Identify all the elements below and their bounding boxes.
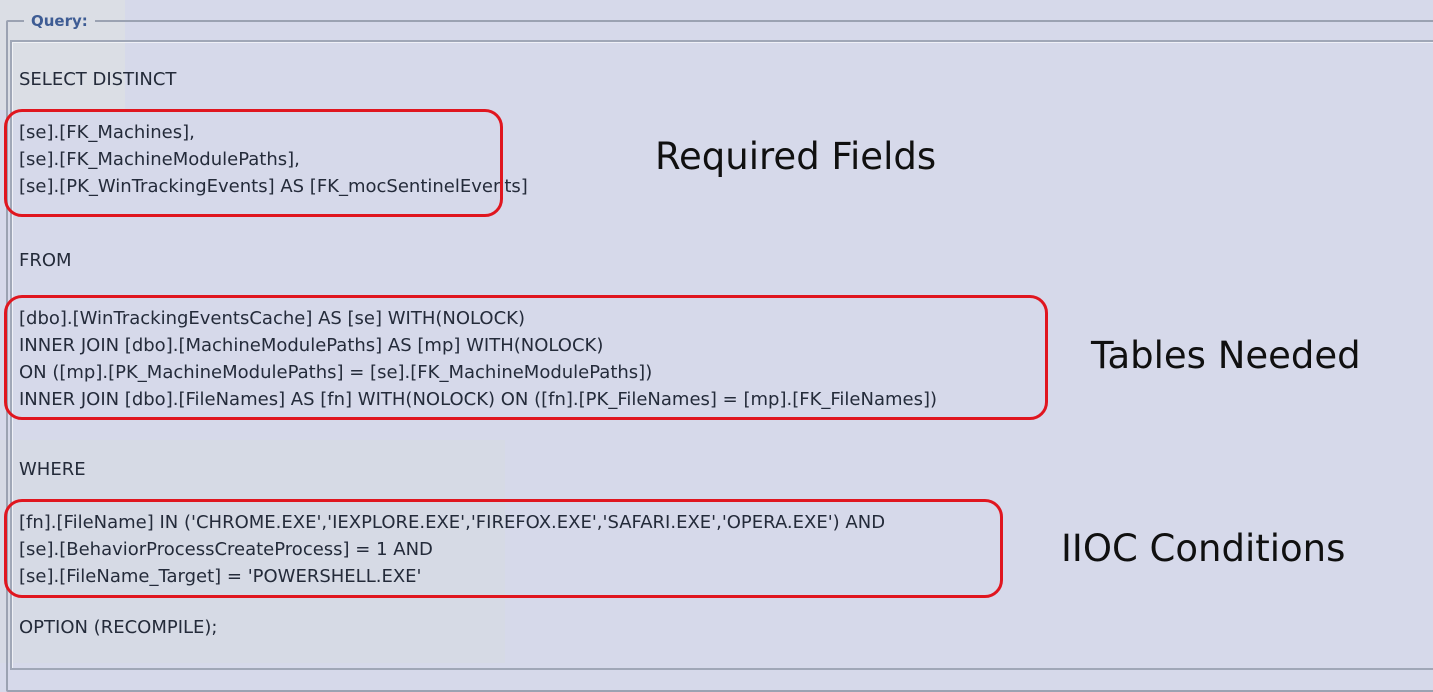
sql-option-keyword: OPTION (RECOMPILE); (19, 617, 218, 638)
sql-select-keyword: SELECT DISTINCT (19, 69, 177, 90)
annotation-required-fields: Required Fields (655, 135, 937, 178)
iioc-conditions-highlight-box (4, 499, 1003, 598)
sql-select-field-1: [se].[FK_Machines], (19, 122, 195, 143)
sql-from-keyword: FROM (19, 250, 72, 271)
sql-from-table-1: [dbo].[WinTrackingEventsCache] AS [se] W… (19, 308, 525, 329)
sql-from-table-4: INNER JOIN [dbo].[FileNames] AS [fn] WIT… (19, 389, 938, 410)
tables-needed-highlight-box (4, 295, 1048, 420)
query-groupbox-label: Query: (31, 12, 88, 30)
sql-from-table-3: ON ([mp].[PK_MachineModulePaths] = [se].… (19, 362, 653, 383)
sql-from-table-2: INNER JOIN [dbo].[MachineModulePaths] AS… (19, 335, 604, 356)
annotation-iioc-conditions: IIOC Conditions (1061, 527, 1346, 570)
sql-where-cond-3: [se].[FileName_Target] = 'POWERSHELL.EXE… (19, 566, 422, 587)
annotation-tables-needed: Tables Needed (1091, 334, 1361, 377)
sql-where-cond-1: [fn].[FileName] IN ('CHROME.EXE','IEXPLO… (19, 512, 886, 533)
sql-where-keyword: WHERE (19, 459, 86, 480)
sql-select-field-3: [se].[PK_WinTrackingEvents] AS [FK_mocSe… (19, 176, 528, 197)
required-fields-highlight-box (4, 109, 503, 217)
sql-select-field-2: [se].[FK_MachineModulePaths], (19, 149, 300, 170)
sql-where-cond-2: [se].[BehaviorProcessCreateProcess] = 1 … (19, 539, 433, 560)
